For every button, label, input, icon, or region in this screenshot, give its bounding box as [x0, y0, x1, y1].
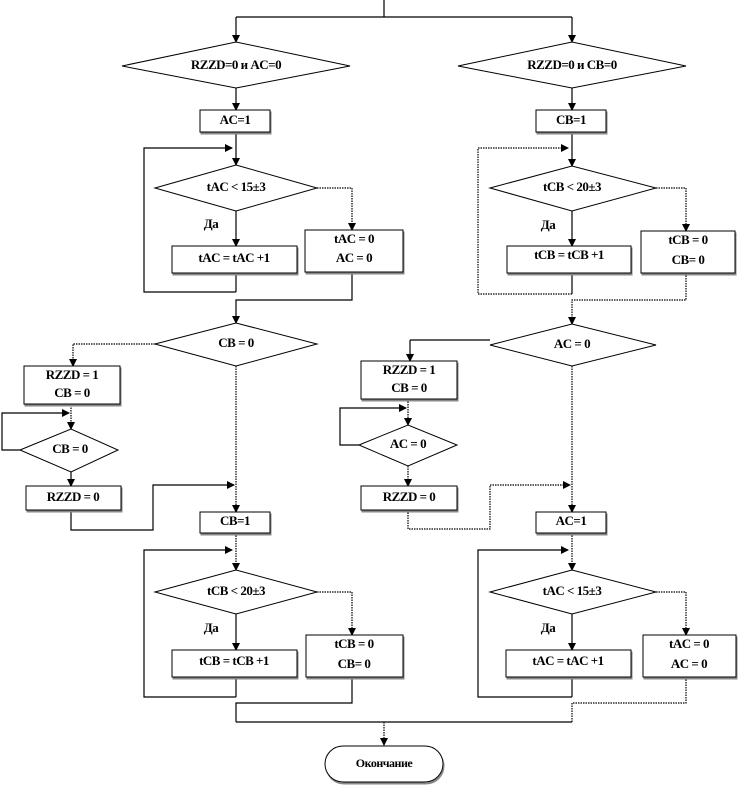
decision-text: AC = 0 [390, 436, 426, 451]
process-text: RZZD = 0 [47, 489, 100, 504]
process-box [171, 245, 298, 274]
bottom-left-branch: tCB < 20±3 Да tCB = tCB +1 tCB = 0 CB= 0 [153, 569, 404, 678]
process-box [505, 649, 632, 678]
process-text: tAC = tAC +1 [532, 653, 603, 668]
process-box [304, 229, 404, 273]
decision-diamond [457, 41, 687, 89]
decision-text: tCB < 20±3 [543, 179, 602, 194]
process-text: CB = 0 [391, 380, 426, 395]
decision-diamond [18, 428, 120, 473]
process-text: CB = 0 [54, 385, 89, 400]
process-box [360, 485, 458, 511]
decision-text: tCB < 20±3 [207, 583, 266, 598]
process-box [23, 365, 121, 405]
yes-label: Да [204, 216, 219, 231]
process-text: CB=1 [556, 112, 586, 127]
process-text: AC = 0 [671, 656, 707, 671]
decision-text: CB = 0 [52, 441, 87, 456]
process-text: RZZD = 0 [383, 489, 436, 504]
end-terminal [324, 745, 444, 783]
decision-diamond [488, 165, 658, 212]
process-box [535, 511, 607, 534]
process-text: tAC = 0 [669, 636, 709, 651]
yes-label: Да [541, 217, 556, 232]
process-text: RZZD = 1 [46, 367, 99, 382]
process-box [642, 634, 737, 678]
process-text: tAC = tAC +1 [198, 250, 269, 265]
end-label: Окончание [356, 756, 414, 770]
process-box [360, 360, 458, 400]
yes-label: Да [541, 620, 556, 635]
decision-text: CB = 0 [218, 335, 253, 350]
process-box [506, 245, 632, 274]
process-box [25, 485, 122, 511]
process-text: AC = 0 [336, 250, 372, 265]
decision-text: RZZD=0 и AC=0 [191, 57, 281, 72]
mid-right-branch: AC = 0 RZZD = 1 CB = 0 AC = 0 RZZD = 0 A… [357, 323, 657, 534]
decision-text: AC = 0 [554, 336, 590, 351]
process-box [305, 634, 404, 678]
process-text: tCB = tCB +1 [199, 653, 269, 668]
process-box [171, 649, 298, 678]
process-text: CB= 0 [672, 252, 705, 267]
connectors [1, 0, 690, 746]
decision-text: tAC < 15±3 [207, 179, 267, 194]
decision-diamond [153, 164, 319, 212]
decision-diamond [357, 424, 459, 467]
process-text: tCB = 0 [334, 636, 373, 651]
decision-text: RZZD=0 и CB=0 [527, 57, 616, 72]
decision-diamond [489, 323, 657, 367]
bottom-right-branch: tAC < 15±3 Да tAC = tAC +1 tAC = 0 AC = … [488, 569, 737, 678]
process-text: tCB = 0 [668, 232, 707, 247]
process-text: AC=1 [220, 112, 251, 127]
process-text: RZZD = 1 [383, 362, 436, 377]
process-box [199, 511, 271, 534]
top-left-branch: RZZD=0 и AC=0 AC=1 tAC < 15±3 Да tAC = t… [121, 41, 404, 274]
process-text: CB= 0 [338, 656, 371, 671]
top-right-branch: RZZD=0 и CB=0 CB=1 tCB < 20±3 Да tCB = t… [457, 41, 736, 274]
yes-label: Да [204, 620, 219, 635]
decision-diamond [153, 322, 319, 367]
process-text: tCB = tCB +1 [534, 247, 604, 262]
mid-left-branch: CB = 0 RZZD = 1 CB = 0 CB = 0 RZZD = 0 C… [18, 322, 319, 534]
decision-diamond [488, 569, 658, 615]
decision-diamond [153, 569, 319, 615]
decision-diamond [121, 41, 351, 89]
process-box [640, 230, 736, 274]
process-text: AC=1 [556, 513, 587, 528]
process-box [535, 109, 607, 133]
process-text: CB=1 [220, 513, 250, 528]
process-text: tAC = 0 [334, 231, 374, 246]
process-box [199, 109, 271, 133]
decision-text: tAC < 15±3 [543, 583, 603, 598]
